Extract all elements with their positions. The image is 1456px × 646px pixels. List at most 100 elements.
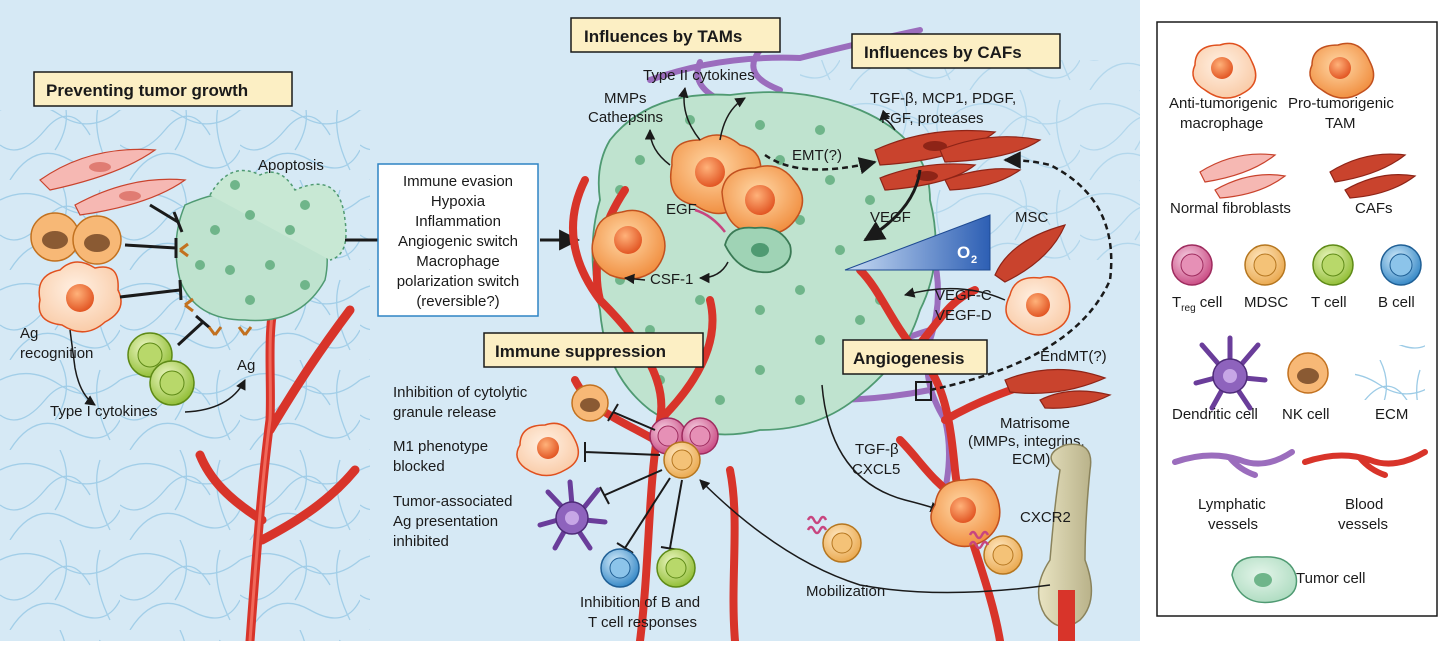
header-box-tams [570,17,781,53]
tumor-nucleus [755,120,765,130]
legend-blood-2: vessels [1338,516,1388,533]
mobilization-mdsc [806,515,862,563]
label-bt-1: Inhibition of B and [580,594,700,611]
label-ag-recognition-2: recognition [20,345,93,362]
immune-dendritic-cell [537,479,608,551]
immune-macrophage [516,422,580,477]
switch-box-line: polarization switch [397,273,520,290]
legend-pro-1: Pro-tumorigenic [1288,95,1394,112]
bone-marrow [1037,443,1093,641]
tumor-nucleus [855,315,865,325]
header-box-preventing [33,71,293,107]
header-immune: Immune suppression [495,342,666,361]
label-vegfd: VEGF-D [935,307,992,324]
left-inhibition-lines [119,203,211,347]
switch-box-line: Macrophage [416,253,499,270]
legend-tumor: Tumor cell [1296,570,1365,587]
switch-box-line: Hypoxia [431,193,486,210]
right-blood-vessel [856,266,1044,645]
legend-blood-1: Blood [1345,496,1383,513]
label-inhib1-1: Inhibition of cytolytic [393,384,528,401]
legend-tcell: T cell [1311,294,1347,311]
vegf-arrow [863,169,922,242]
legend-lymph-1: Lymphatic [1198,496,1266,513]
tumor-nucleus [795,395,805,405]
switch-box-lines: Immune evasionHypoxiaInflammationAngioge… [397,173,520,310]
legend-nk-icon [1287,352,1329,394]
legend-caf-icon [1329,153,1417,199]
label-type1-cytokines: Type I cytokines [50,403,158,420]
cxcr2-tam [930,478,1001,548]
switch-box-line: (reversible?) [416,293,499,310]
label-m1-1: M1 phenotype [393,438,488,455]
label-emt: EMT(?) [792,147,842,164]
arrow-type1-to-ag [184,379,246,413]
legend-anti-macrophage-icon [1192,42,1257,99]
legend-lymph-2: vessels [1208,516,1258,533]
legend-mdsc: MDSC [1244,294,1288,311]
label-caf-factors-2: FGF, proteases [881,110,984,127]
legend-tcell-icon [1312,244,1354,286]
legend-anti-2: macrophage [1180,115,1263,132]
legend-mdsc-icon [1244,244,1286,286]
label-o2: O [957,243,970,262]
left-anti-macrophage [38,261,122,333]
legend-dendritic: Dendritic cell [1172,406,1258,423]
dashed-recirc-arrow [929,151,1113,392]
legend-box [1156,21,1438,617]
immune-b-cell [600,548,640,588]
center-tumor-cell [724,226,792,274]
legend-lymph-icon [1172,449,1295,478]
label-tag-2: Ag presentation [393,513,498,530]
tumor-nucleus [865,195,875,205]
label-vegf: VEGF [870,209,911,226]
label-tag-1: Tumor-associated [393,493,513,510]
center-tams [591,134,804,280]
tumor-nucleus [635,155,645,165]
arrow-ag-to-type1 [69,329,96,406]
label-cxcr2: CXCR2 [1020,509,1071,526]
label-o2-sub: 2 [971,254,977,266]
legend-bcell-icon [1380,244,1422,286]
label-tgfb: TGF-β [855,441,899,458]
label-ag-recognition-1: Ag [20,325,38,342]
left-tumor-cluster [175,169,347,322]
left-t-cells [127,332,195,406]
immune-t-cell [656,548,696,588]
legend-pro-2: TAM [1325,115,1356,132]
label-msc: MSC [1015,209,1049,226]
tumor-nucleus [755,365,765,375]
header-box-immune [483,332,704,368]
legend-anti-1: Anti-tumorigenic [1169,95,1278,112]
legend-cafs: CAFs [1355,200,1393,217]
label-caf-factors-1: TGF-β, MCP1, PDGF, [870,90,1016,107]
mobilization-arrow [699,479,1051,594]
tumor-nucleus [715,395,725,405]
legend-ecm: ECM [1375,406,1408,423]
legend-ecm-icon [1355,345,1425,400]
antigen-receptors [179,242,253,336]
tumor-nucleus [825,175,835,185]
oxygen-gradient-wedge [844,214,991,271]
legend-dendritic-icon [1193,335,1268,411]
tumor-nucleus [835,245,845,255]
label-cxcl5: CXCL5 [852,461,900,478]
switch-box-line: Angiogenic switch [398,233,518,250]
legend-normal-fib-icon [1199,153,1287,199]
label-inhib1-2: granule release [393,404,496,421]
legend-tumor-icon [1231,556,1298,604]
legend-pro-tam-icon [1309,42,1375,99]
label-egf: EGF [666,201,697,218]
header-box-cafs [851,33,1061,69]
center-cafs [874,129,1042,191]
label-tag-3: inhibited [393,533,449,550]
label-matrisome-3: ECM) [1012,451,1050,468]
tumor-nucleus [795,285,805,295]
matrisome-cafs [1004,368,1112,409]
endmt-marker [915,381,932,401]
cxcr2-mdsc [968,530,1023,575]
label-matrisome-1: Matrisome [1000,415,1070,432]
legend-treg: Treg cell [1172,294,1222,314]
